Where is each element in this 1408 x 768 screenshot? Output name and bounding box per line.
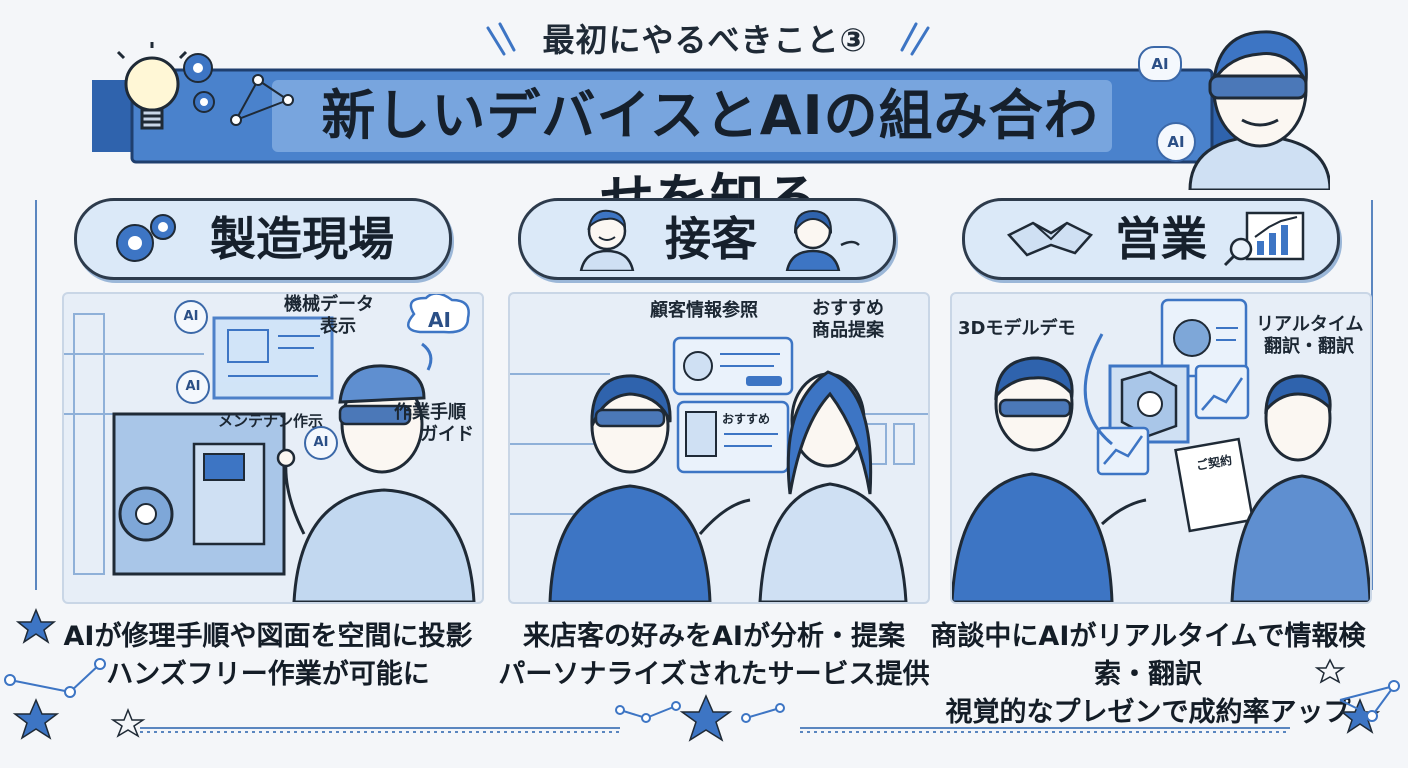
callout-realtime-translation: リアルタイム 翻訳・翻訳 — [1256, 314, 1364, 357]
section-label-manufacturing: 製造現場 — [210, 212, 394, 266]
smiling-man-icon — [579, 209, 635, 271]
ai-badge: AI — [176, 370, 210, 404]
subtitle: 最初にやるべきこと③ — [542, 21, 868, 59]
caption-sales: 商談中にAIがリアルタイムで情報検索・翻訳 視覚的なプレゼンで成約率アップ — [910, 618, 1386, 732]
caption-line: 来店客の好みをAIが分析・提案 — [523, 621, 905, 652]
sales-meeting-scene — [952, 298, 1370, 602]
section-label-customer-service: 接客 — [665, 212, 757, 266]
caption-line: AIが修理手順や図面を空間に投影 — [63, 621, 473, 652]
section-label-sales: 営業 — [1115, 212, 1207, 266]
factory-scene — [64, 294, 476, 602]
handshake-icon — [1006, 221, 1094, 257]
ai-speech-bubble: AI — [1138, 46, 1182, 82]
gears-icon — [116, 214, 176, 262]
caption-line: 商談中にAIがリアルタイムで情報検索・翻訳 — [930, 621, 1366, 690]
callout-recommendation: おすすめ 商品提案 — [812, 298, 884, 341]
caption-line: ハンズフリー作業が可能に — [106, 659, 430, 690]
caption-line: パーソナライズされたサービス提供 — [498, 659, 930, 690]
ai-node-badge: AI — [1156, 122, 1196, 162]
callout-machine-data: 機械データ 表示 — [284, 294, 374, 337]
callout-customer-info: 顧客情報参照 — [650, 300, 758, 321]
network-nodes-icon — [230, 74, 294, 126]
decorative-stars — [4, 608, 1400, 742]
ai-badge: AI — [304, 426, 338, 460]
panel-sales-illustration: 3Dモデルデモ リアルタイム 翻訳・翻訳 ご契約 — [950, 292, 1372, 604]
subtitle-accent-strokes — [486, 22, 930, 56]
section-header-sales: 営業 — [962, 198, 1340, 280]
caption-customer-service: 来店客の好みをAIが分析・提案 パーソナライズされたサービス提供 — [476, 618, 952, 694]
section-header-manufacturing: 製造現場 — [74, 198, 452, 280]
service-woman-icon — [785, 209, 860, 271]
ar-glasses-person-illustration — [1188, 30, 1330, 190]
callout-maintenance: メンテナン作示 — [218, 412, 324, 430]
ai-badge: AI — [174, 300, 208, 334]
page-title: 新しいデバイスとAIの組み合わせを知る — [321, 84, 1099, 231]
recommend-card-label: おすすめ — [722, 412, 771, 426]
store-scene — [510, 336, 928, 602]
caption-line: 視覚的なプレゼンで成約率アップ — [945, 697, 1351, 728]
panel-manufacturing-illustration: 機械データ 表示 AI 作業手順 ガイド メンテナン作示 AI AI AI — [62, 292, 484, 604]
section-header-customer-service: 接客 — [518, 198, 896, 280]
caption-manufacturing: AIが修理手順や図面を空間に投影 ハンズフリー作業が可能に — [30, 618, 506, 694]
callout-work-guide: 作業手順 ガイド — [394, 402, 474, 445]
chart-magnifier-icon — [1223, 211, 1305, 267]
ai-cloud-label: AI — [428, 308, 451, 332]
panel-customer-service-illustration: 顧客情報参照 おすすめ 商品提案 おすすめ — [508, 292, 930, 604]
callout-3d-demo: 3Dモデルデモ — [958, 318, 1076, 339]
lightbulb-gear-icon — [116, 42, 215, 130]
